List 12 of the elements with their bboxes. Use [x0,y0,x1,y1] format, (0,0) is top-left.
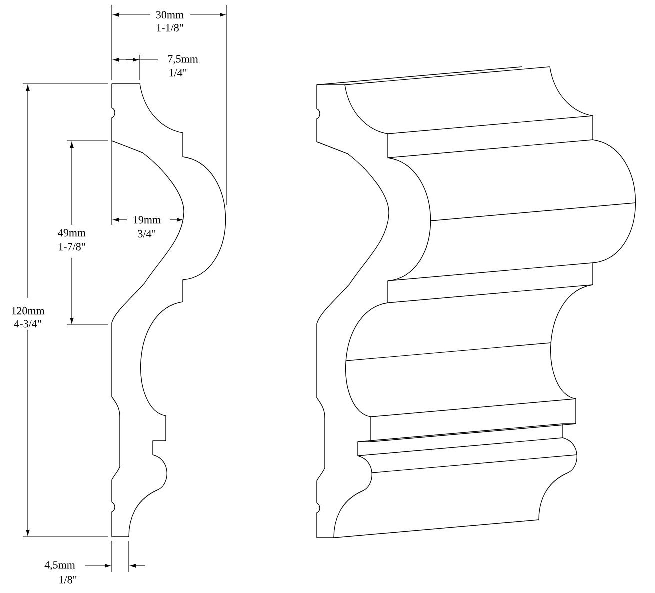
dimension-label: 4-3/4" [14,320,42,328]
dimension-label: 49mm [58,229,86,237]
dimension-label: 1/8" [60,576,77,584]
dimension-label: 30mm [156,11,184,19]
dimension-label: 120mm [12,307,45,315]
dimension-label: 19mm [134,216,161,224]
dimension-label: 1/4" [170,69,187,77]
dimension-label: 7,5mm [168,56,198,64]
dimension-label: 1-1/8" [157,24,184,32]
dimension-label: 1-7/8" [59,243,86,251]
dimension-label: 3/4" [138,230,156,238]
dimension-label: 4,5mm [44,562,76,570]
